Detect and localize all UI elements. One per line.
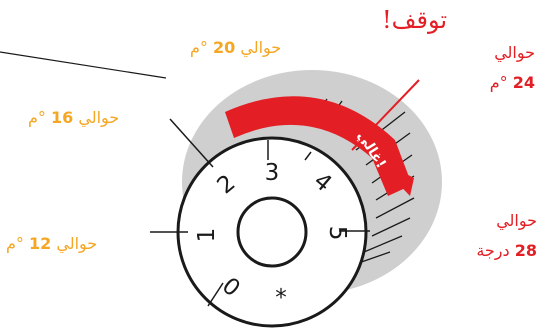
label-16c-unit: °م [28,108,46,127]
dial-snowflake-mark: * [275,285,287,311]
label-20c-prefix: حوالي [240,38,281,57]
dial-center-knob [238,198,306,266]
label-24c-value: 24 [513,73,535,92]
stop-label: توقف! [382,6,447,34]
label-12c: حوالي 12 °م [6,234,97,253]
label-28c-prefix: حوالي [449,206,537,236]
label-28c: حوالي 28 درجة [449,206,537,266]
pointer-line [0,52,166,78]
label-24c-unit: °م [490,73,508,92]
label-24c: حوالي 24 °م [475,38,535,98]
label-24c-prefix: حوالي [475,38,535,68]
label-12c-prefix: حوالي [56,234,97,253]
dial-number-1: 1 [194,228,220,243]
label-12c-value: 12 [29,234,51,253]
label-20c-unit: °م [190,38,208,57]
label-20c: حوالي 20 °م [190,38,281,57]
label-16c: حوالي 16 °م [28,108,119,127]
label-12c-unit: °م [6,234,24,253]
label-16c-prefix: حوالي [78,108,119,127]
label-28c-value: 28 [515,241,537,260]
label-28c-unit: درجة [476,241,509,260]
label-16c-value: 16 [51,108,73,127]
dial-number-3: 3 [265,160,280,186]
label-20c-value: 20 [213,38,235,57]
dial-number-5: 5 [324,226,350,241]
